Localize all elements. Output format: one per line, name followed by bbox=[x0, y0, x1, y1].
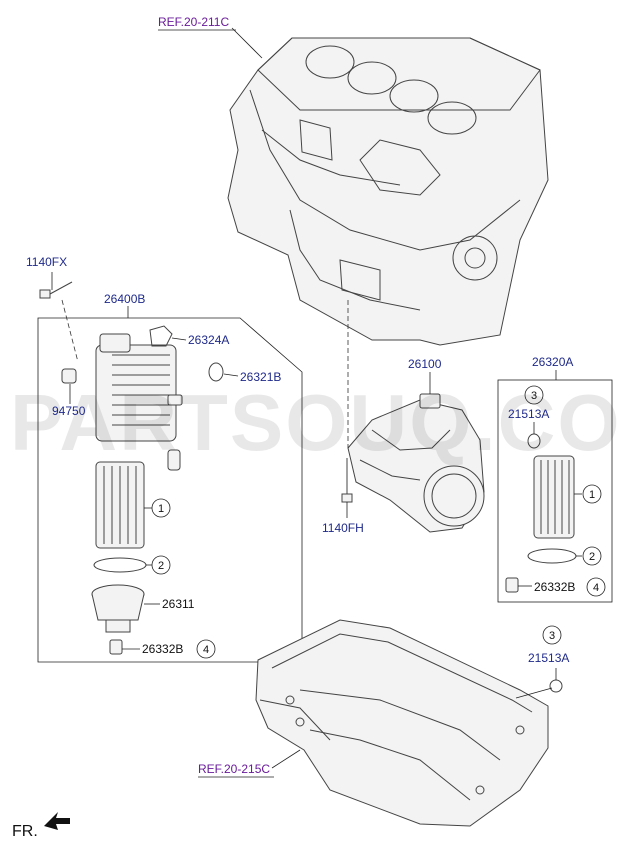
circle-2-left bbox=[151, 555, 171, 575]
bolt-center bbox=[341, 458, 353, 518]
circle-4-right-text: 4 bbox=[593, 582, 599, 594]
circle-1-left-text: 1 bbox=[158, 503, 164, 515]
oil-cooler-group-frame bbox=[37, 317, 303, 663]
oil-pump-housing bbox=[347, 372, 485, 533]
oring-b-part bbox=[208, 362, 224, 382]
circle-2-right-text: 2 bbox=[589, 551, 595, 563]
label-plug: 94750 bbox=[52, 404, 86, 418]
front-arrow-icon bbox=[44, 812, 70, 830]
label-oring-right: 21513A bbox=[508, 407, 549, 421]
circle-3-right-text: 3 bbox=[531, 390, 537, 402]
circle-1-right-text: 1 bbox=[589, 489, 595, 501]
filter-group-frame bbox=[497, 379, 613, 603]
circle-2-left-text: 2 bbox=[158, 560, 164, 572]
circle-4-left-text: 4 bbox=[203, 644, 209, 656]
filter-element-left bbox=[95, 461, 152, 549]
circle-1-right bbox=[582, 484, 602, 504]
label-cap: 26311 bbox=[162, 597, 195, 611]
label-pump: 26100 bbox=[408, 357, 442, 371]
label-oring-pan: 21513A bbox=[528, 651, 569, 665]
label-drain-left: 26332B bbox=[142, 642, 183, 656]
circle-3-pan-text: 3 bbox=[549, 630, 555, 642]
filter-cap bbox=[91, 584, 160, 633]
ref-bottom[interactable]: REF.20-215C bbox=[198, 762, 270, 776]
label-oring-a: 26324A bbox=[188, 333, 229, 347]
label-bolt-left: 1140FX bbox=[26, 255, 67, 269]
front-marker: FR. bbox=[12, 823, 38, 840]
oring-a-part bbox=[149, 325, 173, 347]
label-cooler-group: 26400B bbox=[104, 292, 145, 306]
oring-left bbox=[93, 557, 147, 573]
circle-1-left bbox=[151, 498, 171, 518]
ref-top[interactable]: REF.20-211C bbox=[158, 15, 229, 29]
oil-pan bbox=[255, 619, 549, 827]
label-filter-group: 26320A bbox=[532, 355, 573, 369]
circle-4-right bbox=[586, 577, 606, 597]
label-bolt-center: 1140FH bbox=[322, 521, 364, 535]
circle-3-pan bbox=[542, 625, 562, 645]
oil-cooler bbox=[95, 333, 183, 471]
circle-4-left bbox=[196, 639, 216, 659]
oring-pan-part bbox=[549, 679, 563, 693]
bolt-left bbox=[39, 272, 79, 363]
circle-3-right bbox=[524, 385, 544, 405]
oring-right-lower bbox=[527, 548, 577, 564]
drain-plug-right bbox=[505, 577, 532, 593]
label-oring-b: 26321B bbox=[240, 370, 281, 384]
engine-block bbox=[227, 37, 549, 346]
drain-plug-left bbox=[109, 639, 140, 655]
plug-part bbox=[61, 368, 77, 404]
watermark: PARTSOUQ.COM bbox=[10, 378, 620, 467]
filter-element-right bbox=[533, 455, 582, 539]
label-drain-right: 26332B bbox=[534, 580, 575, 594]
circle-2-right bbox=[582, 546, 602, 566]
